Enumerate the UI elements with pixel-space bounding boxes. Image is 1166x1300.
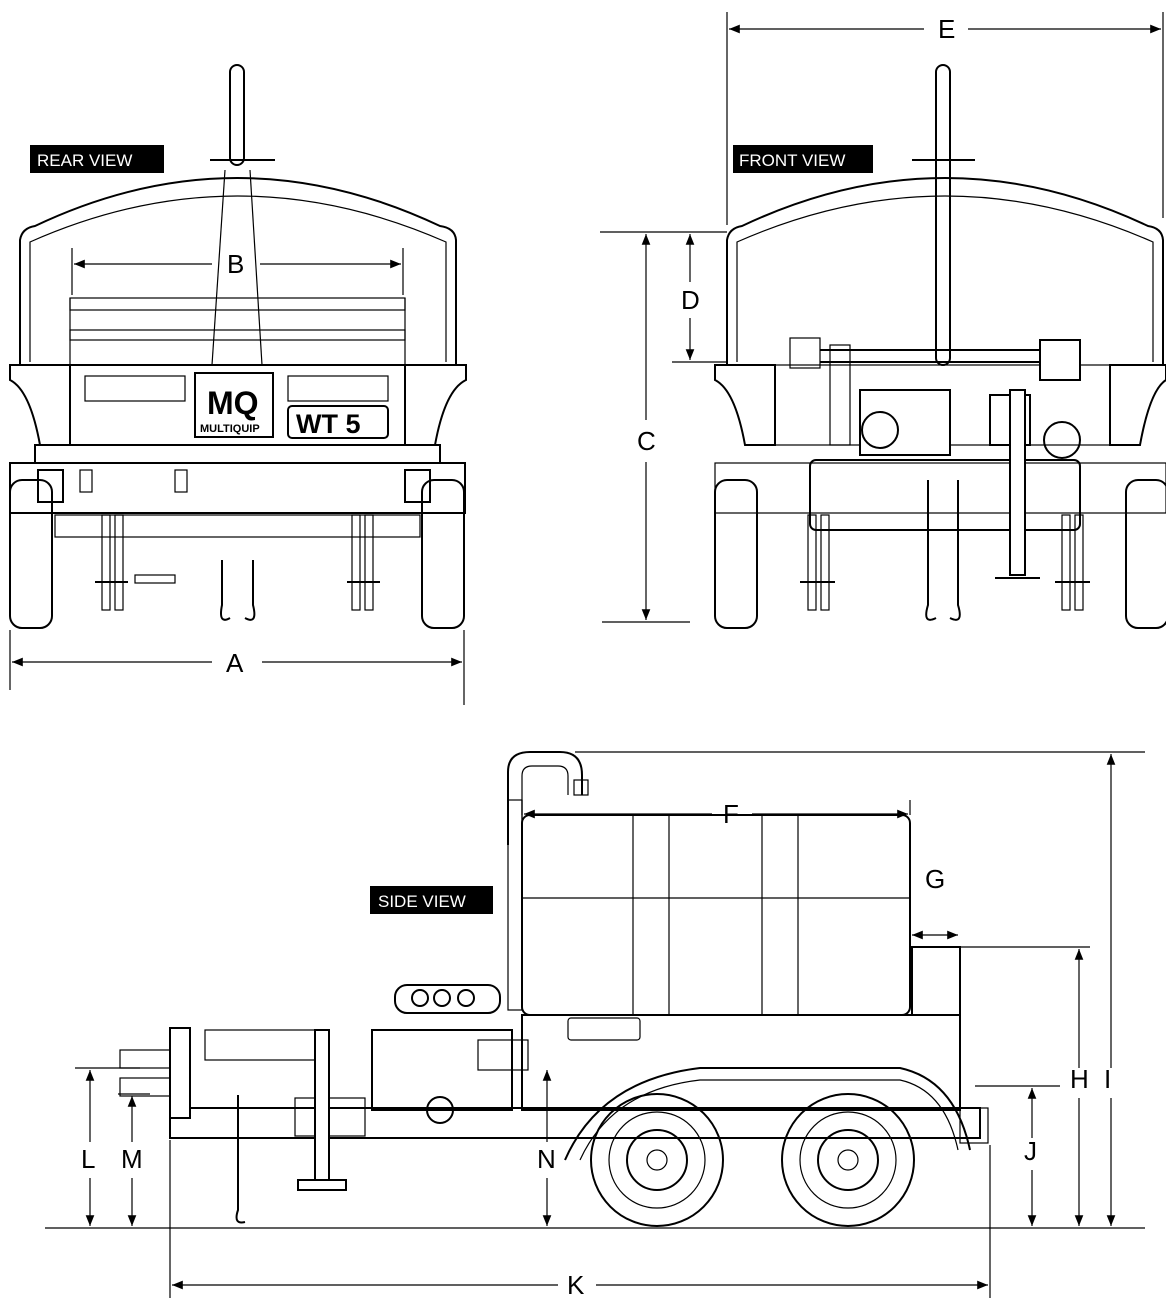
dim-label-e: E — [938, 14, 955, 44]
model-plate — [287, 405, 389, 439]
dim-label-k: K — [567, 1270, 585, 1300]
dim-label-g: G — [925, 864, 945, 894]
rear-wheel — [590, 1093, 724, 1227]
side-view-label: SIDE VIEW — [378, 892, 466, 911]
front-view-drawing: FRONT VIEW — [600, 12, 1166, 629]
rear-view-label: REAR VIEW — [37, 151, 132, 170]
side-view-drawing: SIDE VIEW — [45, 751, 1145, 1300]
multiquip-logo-plate — [194, 372, 274, 438]
dim-label-j: J — [1024, 1136, 1037, 1166]
dim-label-f: F — [723, 799, 739, 829]
front-view-label-bg — [733, 145, 873, 173]
dim-label-h: H — [1070, 1064, 1089, 1094]
side-view-label-bg — [370, 886, 493, 914]
dim-label-n: N — [537, 1144, 556, 1174]
rear-view-label-bg — [30, 145, 164, 173]
model-name: WT 5 — [296, 409, 361, 439]
dim-label-i: I — [1104, 1064, 1111, 1094]
dim-label-a: A — [226, 648, 244, 678]
logo-brand: MULTIQUIP — [200, 423, 260, 435]
dim-label-c: C — [637, 426, 656, 456]
dim-label-m: M — [121, 1144, 143, 1174]
logo-mark: MQ — [207, 385, 259, 421]
rear-view-drawing: REAR VIEW MQ MULTIQUIP WT 5 — [9, 64, 467, 705]
front-view-label: FRONT VIEW — [739, 151, 845, 170]
dim-label-d: D — [681, 285, 700, 315]
front-wheel — [781, 1093, 915, 1227]
dim-label-l: L — [81, 1144, 95, 1174]
dim-label-b: B — [227, 249, 244, 279]
